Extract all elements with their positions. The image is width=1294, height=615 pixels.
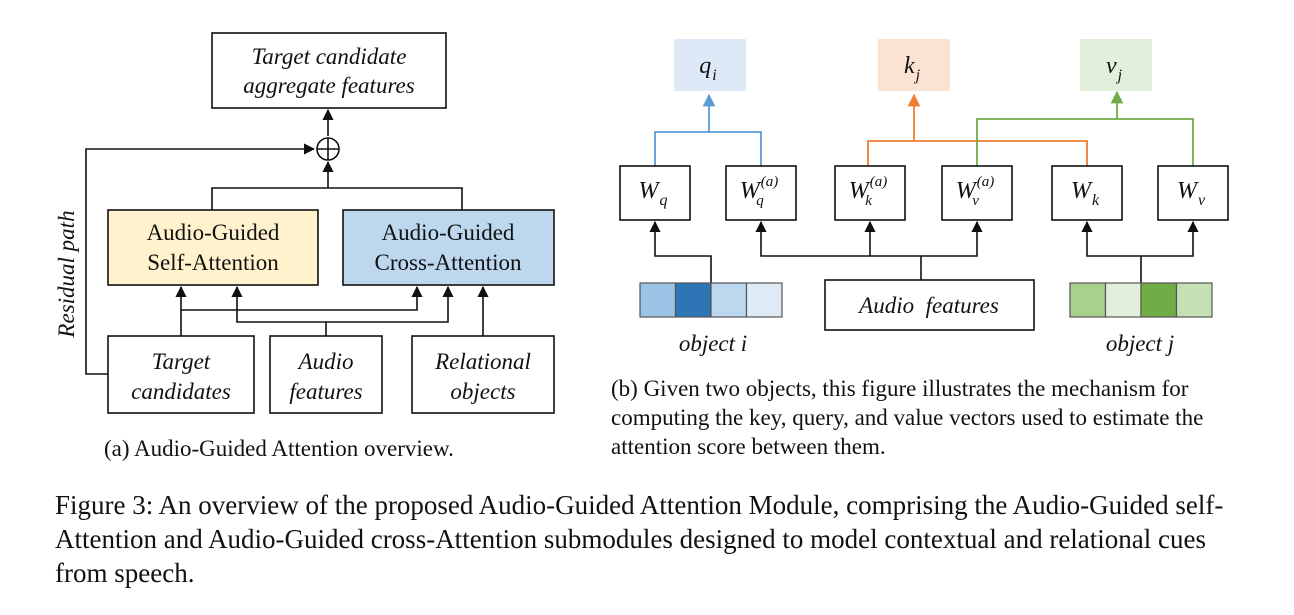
weight-matrices: Wq W(a)q W(a)k W(a)v Wk Wv (619, 165, 1229, 221)
cross-attention-box (342, 209, 555, 286)
aggregate-features-box (211, 32, 447, 109)
weight-label-4: Wk (1071, 178, 1100, 209)
panel-b-caption: (b) Given two objects, this figure illus… (611, 376, 1204, 459)
output-box-v (1080, 39, 1152, 91)
object-j-vector (1069, 282, 1213, 318)
object-j-cell-0 (1069, 282, 1107, 318)
weight-label-2: W(a)k (849, 174, 888, 209)
self-attention-line1: Audio-Guided (147, 220, 280, 245)
output-vectors: qi kj vj (674, 39, 1152, 91)
input-target-line1: Target (152, 349, 211, 374)
object-i-cell-1 (674, 282, 712, 318)
figure-caption: Figure 3: An overview of the proposed Au… (55, 490, 1224, 588)
residual-path-label: Residual path (54, 210, 79, 338)
weight-label-1: W(a)q (740, 174, 779, 209)
weight-box-0 (619, 165, 691, 221)
object-j-cell-2 (1140, 282, 1178, 318)
weight-box-3 (941, 165, 1013, 221)
self-attention-box (107, 209, 319, 286)
weight-label-0: Wq (639, 178, 668, 209)
object-i-to-wq (649, 220, 712, 283)
weight-box-1 (725, 165, 797, 221)
relational-objects-box (411, 335, 555, 414)
panel-a (85, 32, 555, 414)
residual-path-line (85, 143, 316, 375)
self-attention-line2: Self-Attention (147, 250, 279, 275)
output-label-k: kj (904, 53, 921, 84)
object-i-label: object i (679, 331, 747, 356)
audio-to-self-attention (231, 285, 326, 323)
target-to-cross-attention (181, 285, 423, 311)
query-wiring (654, 131, 762, 166)
input-relational-line1: Relational (434, 349, 531, 374)
object-i-cell-3 (745, 282, 783, 318)
weight-box-4 (1051, 165, 1123, 221)
audio-wiring (755, 220, 983, 257)
object-i-cell-2 (710, 282, 748, 318)
cross-attention-line2: Cross-Attention (375, 250, 522, 275)
input-relational-line2: objects (450, 379, 515, 404)
output-box-k (878, 39, 950, 91)
object-j-label: object j (1106, 331, 1174, 356)
object-j-cell-1 (1104, 282, 1142, 318)
audio-to-cross-attention (326, 285, 454, 323)
aggregate-line1: Target candidate (252, 44, 407, 69)
panel-a-caption: (a) Audio-Guided Attention overview. (104, 436, 454, 461)
aggregate-line2: aggregate features (243, 73, 414, 98)
value-wiring (976, 118, 1194, 166)
audio-features-box-a (269, 335, 383, 414)
object-j-cell-3 (1175, 282, 1213, 318)
target-candidates-box (107, 335, 255, 414)
input-audio-line2: features (289, 379, 362, 404)
weight-label-3: W(a)v (956, 174, 995, 209)
audio-features-box-b (824, 279, 1035, 331)
object-j-wiring (1081, 220, 1199, 257)
cross-attention-line1: Audio-Guided (382, 220, 515, 245)
output-box-q (674, 39, 746, 91)
architecture-diagram: Target candidate aggregate features Audi… (54, 32, 1229, 414)
audio-features-label: Audio features (857, 293, 999, 318)
attention-merge-line (211, 187, 463, 210)
object-i-vector (639, 282, 783, 318)
weight-label-5: Wv (1177, 178, 1206, 209)
input-target-line2: candidates (131, 379, 231, 404)
object-i-cell-0 (639, 282, 677, 318)
weight-box-5 (1157, 165, 1229, 221)
output-label-q: qi (699, 53, 716, 84)
output-label-v: vj (1106, 53, 1123, 84)
input-audio-line1: Audio (297, 349, 354, 374)
weight-box-2 (834, 165, 906, 221)
